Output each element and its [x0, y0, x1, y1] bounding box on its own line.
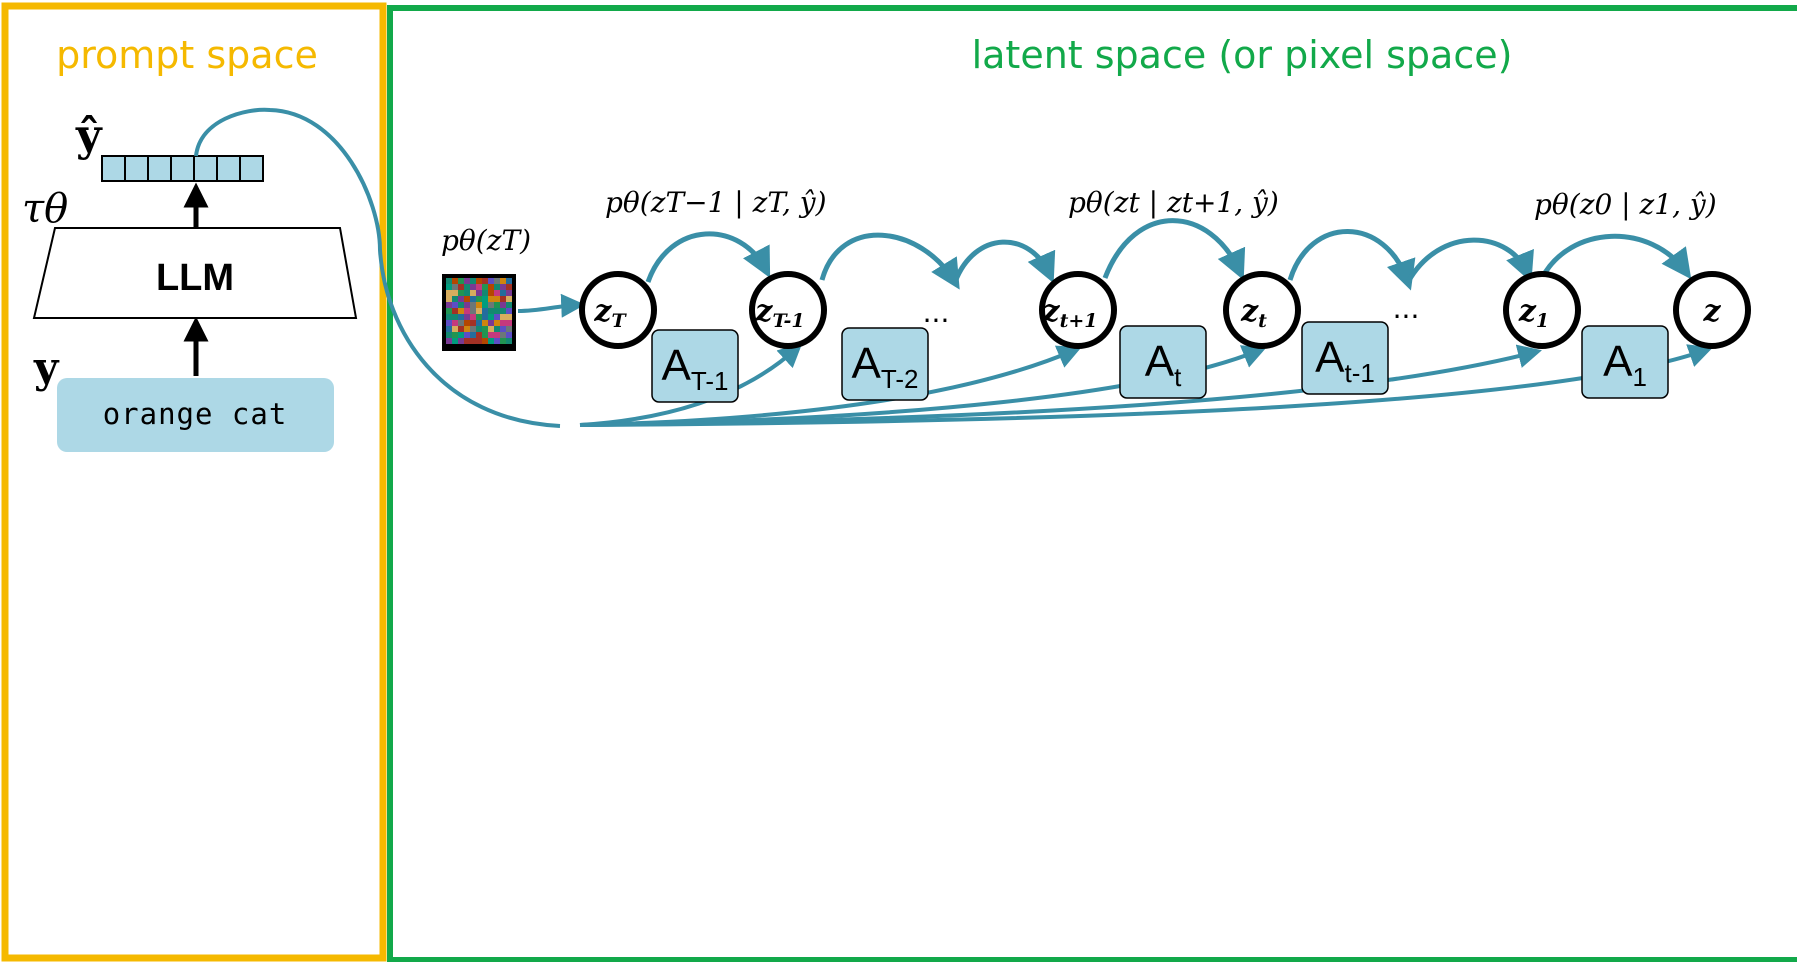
token-cell — [101, 155, 126, 182]
llm-label: LLM — [156, 257, 234, 299]
latent-space-panel — [387, 5, 1797, 962]
node-subscript: t — [1258, 310, 1267, 332]
attention-boxes: AT-1 AT-2 At At-1 A1 — [651, 321, 1669, 403]
node-z: z — [1673, 271, 1751, 349]
embedding-tokens — [101, 155, 264, 182]
node-circle — [749, 271, 827, 349]
attention-box-2: AT-2 — [841, 327, 929, 401]
node-circle — [1503, 271, 1581, 349]
node-zt+1: zt+1 — [1039, 271, 1117, 349]
node-zt: zt — [1223, 271, 1301, 349]
attention-box-rect — [1581, 325, 1669, 399]
node-zT: zT — [579, 271, 657, 349]
node-subscript: t+1 — [1060, 310, 1098, 332]
attention-box-5: A1 — [1581, 325, 1669, 399]
latent-nodes: zT zT-1 zt+1 zt z1 z — [579, 271, 1751, 349]
prompt-text: orange cat — [103, 397, 288, 431]
conditioning-curve — [194, 107, 561, 428]
token-cell — [193, 155, 218, 182]
y-hat-label: ŷ — [75, 110, 103, 161]
node-circle — [1039, 271, 1117, 349]
attention-box-rect — [1301, 321, 1389, 395]
token-cell — [239, 155, 264, 182]
llm-block — [32, 227, 358, 319]
attention-box-label: At — [1145, 337, 1182, 392]
transition-label-1: pθ(zT−1 | zT, ŷ) — [605, 186, 827, 219]
node-zT-1: zT-1 — [749, 271, 827, 349]
attention-box-rect — [1119, 325, 1207, 399]
node-subscript: T-1 — [772, 310, 804, 332]
token-cell — [170, 155, 195, 182]
node-circle — [1673, 271, 1751, 349]
noise-image — [442, 274, 516, 351]
node-subscript: T — [611, 310, 627, 332]
prompt-space-panel — [1, 2, 387, 962]
attention-box-4: At-1 — [1301, 321, 1389, 395]
prior-arrow — [517, 293, 586, 318]
node-label: z — [1702, 294, 1721, 329]
prompt-space-title: prompt space — [56, 33, 318, 77]
attention-box-rect — [841, 327, 929, 401]
token-cell — [124, 155, 149, 182]
prompt-box[interactable] — [57, 378, 334, 452]
token-cell — [147, 155, 172, 182]
transition-arcs — [645, 218, 1692, 291]
tau-label: τθ — [22, 186, 68, 232]
attention-box-1: AT-1 — [651, 329, 739, 403]
attention-box-3: At — [1119, 325, 1207, 399]
ellipsis-2: ... — [1393, 292, 1420, 325]
token-cell — [216, 155, 241, 182]
prior-label: pθ(zT) — [441, 224, 531, 257]
attention-box-rect — [651, 329, 739, 403]
node-circle — [579, 271, 657, 349]
node-circle — [1223, 271, 1301, 349]
node-z1: z1 — [1503, 271, 1581, 349]
node-subscript: 1 — [1536, 310, 1549, 332]
y-label: y — [33, 343, 60, 392]
ellipsis-1: ... — [923, 296, 950, 329]
transition-label-3: pθ(z0 | z1, ŷ) — [1534, 188, 1717, 221]
transition-label-2: pθ(zt | zt+1, ŷ) — [1068, 186, 1279, 219]
latent-space-title: latent space (or pixel space) — [972, 33, 1513, 77]
